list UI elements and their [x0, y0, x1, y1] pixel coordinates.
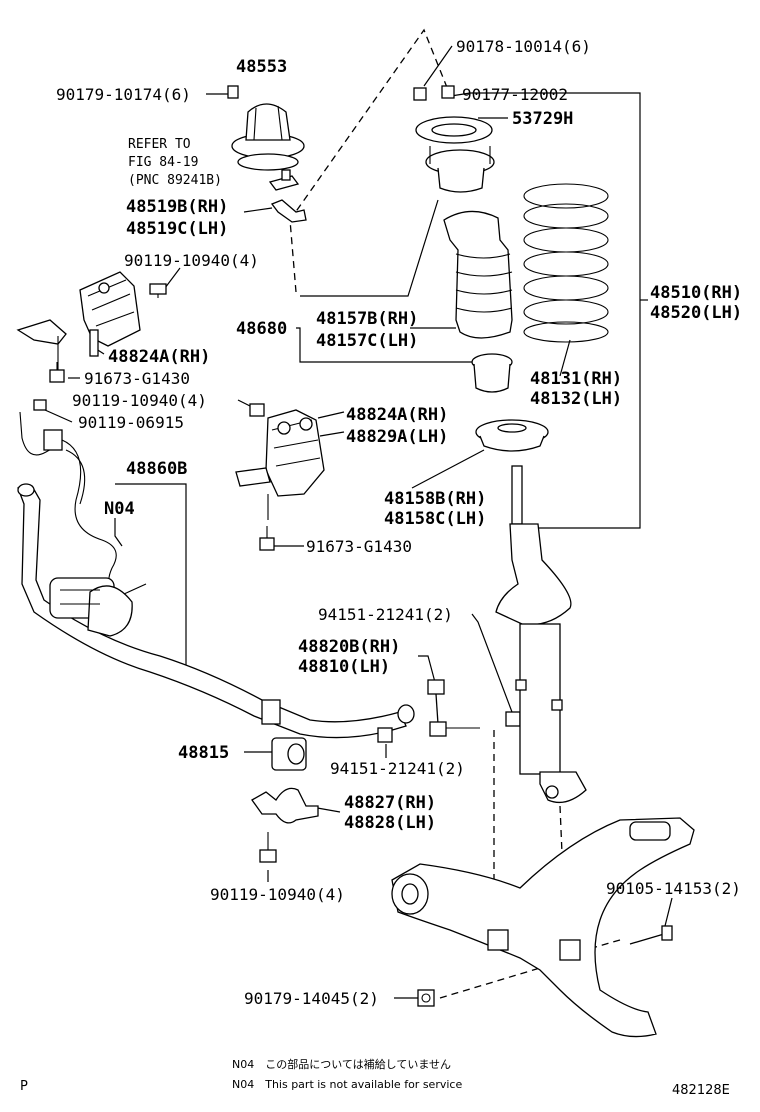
label-90179-14045: 90179-14045(2)	[244, 989, 379, 1008]
label-48158c: 48158C(LH)	[384, 509, 486, 529]
label-90177-12002: 90177-12002	[462, 85, 568, 104]
bump-mount-part	[231, 103, 305, 171]
strut-mount-nuts-part	[413, 85, 455, 101]
figure-id: 482128E	[672, 1083, 730, 1098]
stabilizer-bracket-lower-part	[235, 409, 325, 520]
label-48828: 48828(LH)	[344, 813, 436, 833]
label-48860b: 48860B	[126, 459, 187, 479]
label-refer-line2: FIG 84-19	[128, 155, 198, 170]
stabilizer-bar-part	[17, 483, 415, 739]
nut-part	[227, 85, 239, 99]
label-48132: 48132(LH)	[530, 389, 622, 409]
dust-boot-part	[443, 210, 513, 339]
page-letter: P	[20, 1079, 28, 1094]
nut-part	[377, 727, 393, 743]
footer-note-english: N04 This part is not available for servi…	[232, 1078, 462, 1091]
label-91673-upper: 91673-G1430	[84, 369, 190, 388]
clip-part	[33, 399, 47, 411]
label-94151-upper: 94151-21241(2)	[318, 605, 453, 624]
label-53729h: 53729H	[512, 109, 573, 129]
label-90179-10174: 90179-10174(6)	[56, 85, 191, 104]
label-90119-10940-lower: 90119-10940(4)	[210, 885, 345, 904]
coil-spring-part	[523, 183, 609, 343]
bump-stopper-part	[471, 353, 513, 393]
stabilizer-bracket-upper-part	[16, 271, 141, 372]
bushing-part	[271, 737, 307, 771]
spring-insulator-part	[475, 419, 549, 452]
bolt-part	[629, 925, 673, 945]
label-48131: 48131(RH)	[530, 369, 622, 389]
label-90105-14153: 90105-14153(2)	[606, 879, 741, 898]
strut-mount-48680-part	[425, 146, 495, 193]
label-48829a: 48829A(LH)	[346, 427, 448, 447]
label-48827: 48827(RH)	[344, 793, 436, 813]
label-48519b: 48519B(RH)	[126, 197, 228, 217]
washer-53729h-part	[415, 116, 493, 144]
bolt-part	[49, 362, 65, 383]
nut-part	[505, 711, 521, 727]
bushing-clamp-part	[251, 787, 319, 824]
stabilizer-link-part	[427, 679, 480, 737]
bolt-part	[249, 403, 265, 417]
bolt-part	[149, 283, 167, 298]
label-n04: N04	[104, 499, 135, 519]
label-48680: 48680	[236, 319, 287, 339]
bracket-48519-part	[270, 199, 307, 223]
lower-control-arm-part	[391, 817, 695, 1038]
label-48815: 48815	[178, 743, 229, 763]
label-90119-10940-upper: 90119-10940(4)	[124, 251, 259, 270]
label-48519c: 48519C(LH)	[126, 219, 228, 239]
label-90178-10014: 90178-10014(6)	[456, 37, 591, 56]
label-94151-lower: 94151-21241(2)	[330, 759, 465, 778]
bolt-part	[259, 832, 277, 863]
part-labels: 48553 90179-10174(6) REFER TO FIG 84-19 …	[56, 37, 742, 1008]
footer: N04 この部品については補給していません N04 This part is n…	[20, 1057, 730, 1098]
label-91673-lower: 91673-G1430	[306, 537, 412, 556]
label-48158b: 48158B(RH)	[384, 489, 486, 509]
clip-part	[268, 169, 300, 191]
label-48520: 48520(LH)	[650, 303, 742, 323]
label-90119-06915: 90119-06915	[78, 413, 184, 432]
label-48824a-upper: 48824A(RH)	[108, 347, 210, 367]
label-48810: 48810(LH)	[298, 657, 390, 677]
bolt-part	[259, 526, 275, 551]
label-refer-line3: (PNC 89241B)	[128, 173, 222, 188]
label-48820b: 48820B(RH)	[298, 637, 400, 657]
label-48510: 48510(RH)	[650, 283, 742, 303]
label-48157b: 48157B(RH)	[316, 309, 418, 329]
label-48824a-mid: 48824A(RH)	[346, 405, 448, 425]
label-48157c: 48157C(LH)	[316, 331, 418, 351]
label-90119-10940-mid: 90119-10940(4)	[72, 391, 207, 410]
nut-part	[417, 989, 435, 1007]
label-48553: 48553	[236, 57, 287, 77]
footer-note-japanese: N04 この部品については補給していません	[232, 1057, 451, 1071]
leader-lines	[44, 45, 673, 999]
shock-absorber-part	[495, 465, 587, 804]
label-refer-line1: REFER TO	[128, 137, 191, 152]
